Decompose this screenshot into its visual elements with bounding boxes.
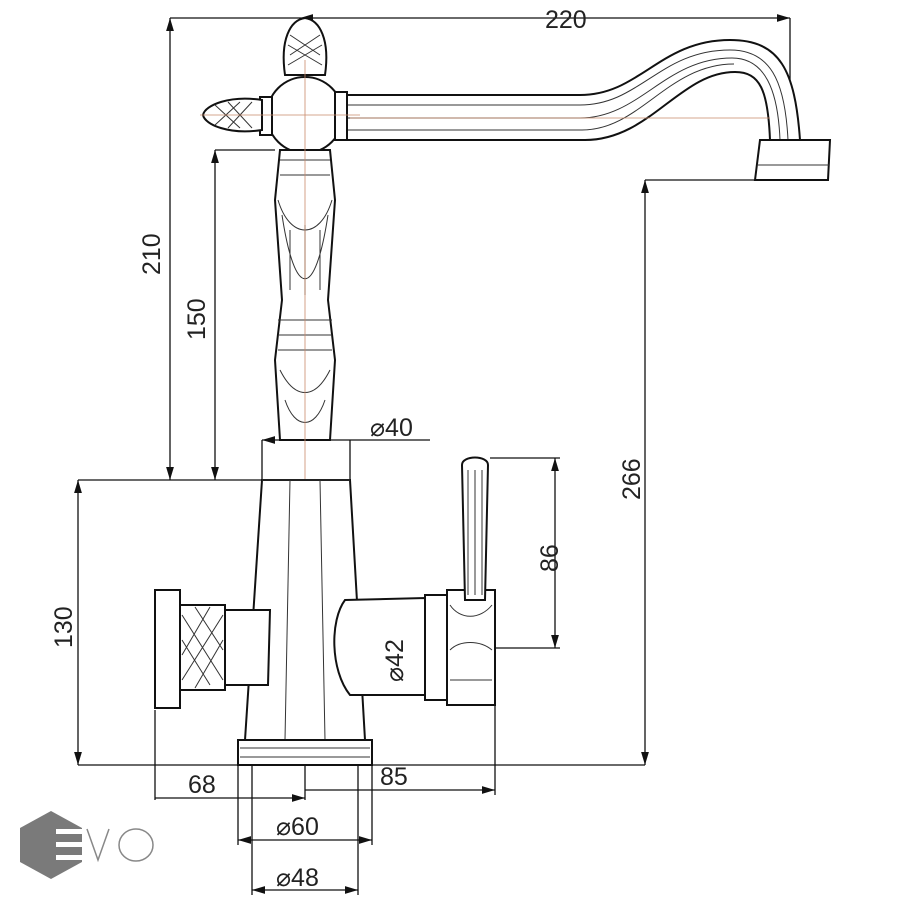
faucet-outline — [154, 16, 832, 766]
dim-lever-height: 86 — [536, 544, 564, 572]
dim-total-height: 210 — [138, 233, 166, 275]
dim-body-height: 130 — [50, 606, 78, 648]
dim-base-diameter: ⌀60 — [276, 813, 319, 841]
dim-handle-diameter: ⌀42 — [381, 639, 409, 682]
dim-left-valve-offset: 68 — [188, 771, 216, 799]
dim-spout-height: 266 — [618, 458, 646, 500]
evo-logo — [20, 811, 154, 879]
dim-spout-reach: 220 — [545, 6, 587, 34]
dim-column-diameter: ⌀40 — [370, 414, 413, 442]
dim-mount-diameter: ⌀48 — [276, 864, 319, 892]
dim-right-handle-offset: 85 — [380, 763, 408, 791]
dim-column-height: 150 — [183, 298, 211, 340]
dimension-lines — [74, 14, 791, 895]
